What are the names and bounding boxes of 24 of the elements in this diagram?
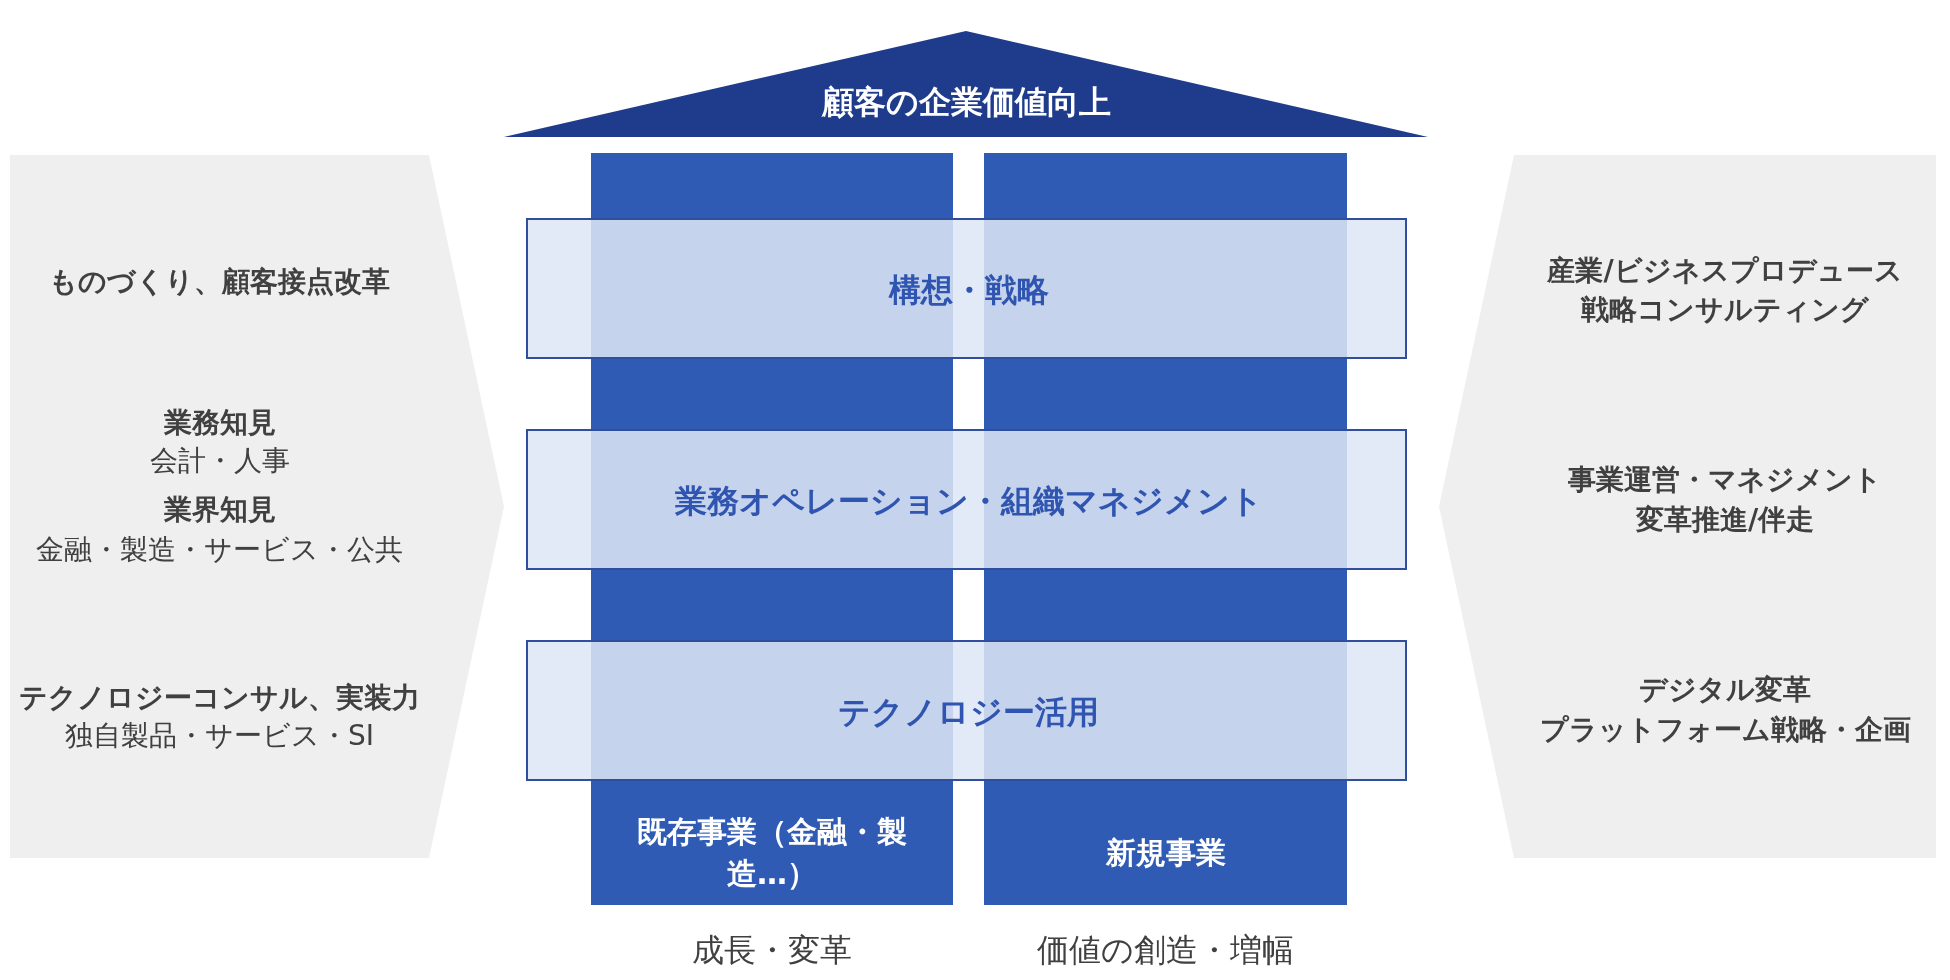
heading-text: 業務知見 [163,405,276,441]
heading-text: テクノロジーコンサル、実装力 [19,680,420,716]
band-label: テクノロジー活用 [838,691,1099,733]
body-text: 金融・製造・サービス・公共 [36,532,403,568]
pillar-caption: 価値の創造・増幅 [1037,930,1294,971]
band-label: 構想・戦略 [888,269,1049,311]
layer-band [526,218,1407,359]
heading-text: 変革推進/伴走 [1635,502,1815,538]
layer-band [526,429,1407,570]
pillar-label: 新規事業 [1104,834,1227,872]
layer-band [526,640,1407,781]
band-label: 業務オペレーション・組織マネジメント [674,480,1263,522]
roof-label: 顧客の企業価値向上 [821,82,1111,123]
heading-text: ものづくり、顧客接点改革 [49,264,390,300]
heading-text: 戦略コンサルティング [1581,292,1869,328]
heading-text: 事業運営・マネジメント [1568,462,1882,498]
heading-text: デジタル変革 [1639,672,1811,708]
pillar-label: 既存事業（金融・製造…） [636,813,908,893]
heading-text: プラットフォーム戦略・企画 [1539,712,1911,748]
heading-text: 産業/ビジネスプロデュース [1547,253,1903,289]
body-text: 会計・人事 [149,443,290,479]
pillar-caption: 成長・変革 [692,930,852,971]
heading-text: 業界知見 [163,492,276,528]
body-text: 独自製品・サービス・SI [65,718,374,754]
